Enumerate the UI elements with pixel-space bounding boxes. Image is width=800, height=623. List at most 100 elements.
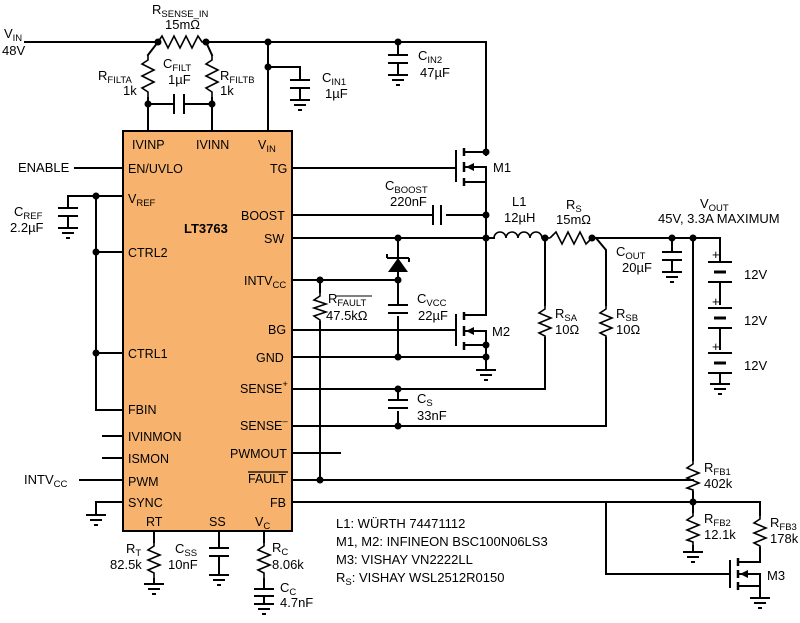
cref-label: CREF (14, 204, 43, 222)
pin-boost: BOOST (241, 209, 285, 223)
rc-label: RC (272, 540, 288, 558)
m3-mosfet (729, 558, 761, 599)
ground-m3 (750, 597, 770, 609)
ground-cref (58, 227, 78, 239)
rfiltb-resistor (204, 55, 220, 98)
cref-value: 2.2µF (10, 220, 44, 235)
battery-3-label: 12V (744, 358, 767, 373)
rfb1-resistor (684, 460, 702, 492)
pin-sense-plus: SENSE+ (240, 379, 288, 396)
battery-1-plus: + (712, 247, 720, 262)
pin-ctrl2: CTRL2 (128, 246, 168, 260)
m1-label: M1 (493, 160, 511, 175)
rsb-value: 10Ω (616, 322, 640, 337)
cs-capacitor (388, 399, 408, 409)
ground-sync (86, 514, 106, 526)
l1-inductor (493, 231, 550, 239)
cc-capacitor (254, 578, 274, 604)
rfault-label: RFAULT (328, 291, 366, 309)
l1-label: L1 (512, 194, 526, 209)
ground-cout (662, 271, 682, 283)
rsense-in-resistor (157, 34, 206, 50)
pin-fault: FAULT (248, 472, 286, 486)
cfilt-capacitor (173, 94, 185, 114)
vin-label: VIN (4, 26, 22, 44)
pin-bg: BG (268, 323, 286, 337)
cref-capacitor (58, 207, 78, 228)
rfb3-value: 178k (770, 531, 799, 546)
m2-mosfet (455, 312, 487, 350)
rc-resistor (255, 542, 273, 578)
pin-ss: SS (209, 515, 226, 529)
pin-pwm: PWM (128, 475, 159, 489)
pin-fb: FB (270, 496, 286, 510)
rt-label: RT (126, 541, 141, 559)
rsb-label: RSB (616, 306, 638, 324)
boost-diode (386, 254, 410, 272)
css-label: CSS (175, 541, 197, 559)
cvcc-value: 22µF (418, 308, 448, 323)
battery-3-plus: + (712, 339, 720, 354)
component-notes: L1: WÜRTH 74471112 M1, M2: INFINEON BSC1… (336, 516, 548, 588)
rfb1-value: 402k (704, 476, 733, 491)
cboost-value: 220nF (390, 194, 427, 209)
rs-value: 15mΩ (556, 212, 591, 227)
ground-m2 (476, 369, 496, 381)
rfault-resistor (311, 292, 329, 322)
css-capacitor (209, 547, 229, 575)
rs-label: RS (566, 197, 582, 215)
pin-vref: VREF (128, 192, 156, 209)
pin-ctrl1: CTRL1 (128, 347, 168, 361)
pin-intvcc: INTVCC (244, 274, 286, 291)
rfb1-label: RFB1 (704, 460, 731, 478)
note-1: L1: WÜRTH 74471112 (336, 516, 465, 531)
intvcc-input-label: INTVCC (24, 472, 67, 490)
vin-value: 48V (2, 43, 25, 58)
rfilta-label: RFILTA (98, 68, 133, 86)
cc-value: 4.7nF (280, 595, 313, 610)
cs-label: CS (417, 391, 433, 409)
pin-ivinn: IVINN (196, 138, 229, 152)
vout-label: VOUT (700, 196, 729, 214)
battery-2-plus: + (712, 294, 720, 309)
cvcc-label: CVCC (417, 291, 447, 309)
ground-cin2 (388, 74, 408, 86)
pin-vin: VIN (258, 138, 276, 155)
rsb-resistor (597, 305, 615, 338)
pin-sense-minus: SENSE– (240, 416, 288, 433)
battery-2-label: 12V (744, 313, 767, 328)
enable-label: ENABLE (18, 160, 70, 175)
cout-value: 20µF (622, 260, 652, 275)
cin1-capacitor (290, 79, 310, 100)
note-4: RS: VISHAY WSL2512R0150 (336, 570, 504, 588)
m2-label: M2 (492, 324, 510, 339)
cin1-value: 1µF (325, 86, 348, 101)
rfb3-label: RFB3 (770, 515, 797, 533)
pin-sw: SW (264, 232, 284, 246)
rc-value: 8.06k (272, 557, 304, 572)
ground-css (209, 574, 229, 586)
rsa-resistor (536, 305, 554, 338)
ground-symbols (58, 74, 770, 615)
cin2-label: CIN2 (418, 48, 442, 66)
rfault-value: 47.5kΩ (326, 308, 368, 323)
pin-en-uvlo: EN/UVLO (128, 162, 183, 176)
cvcc-capacitor (388, 304, 408, 314)
battery-1-label: 12V (744, 267, 767, 282)
cs-value: 33nF (417, 408, 447, 423)
rt-resistor (145, 542, 163, 578)
cfilt-label: CFILT (163, 56, 191, 74)
rfb3-resistor (751, 515, 769, 548)
pin-gnd: GND (256, 351, 284, 365)
cboost-label: CBOOST (385, 178, 428, 196)
pin-tg: TG (270, 162, 287, 176)
ic-name: LT3763 (184, 221, 228, 236)
css-value: 10nF (168, 557, 198, 572)
ic-body (122, 130, 293, 532)
ground-cc (254, 603, 274, 615)
cout-capacitor (662, 251, 682, 272)
ground-cin1 (290, 99, 310, 111)
cin2-capacitor (388, 54, 408, 75)
